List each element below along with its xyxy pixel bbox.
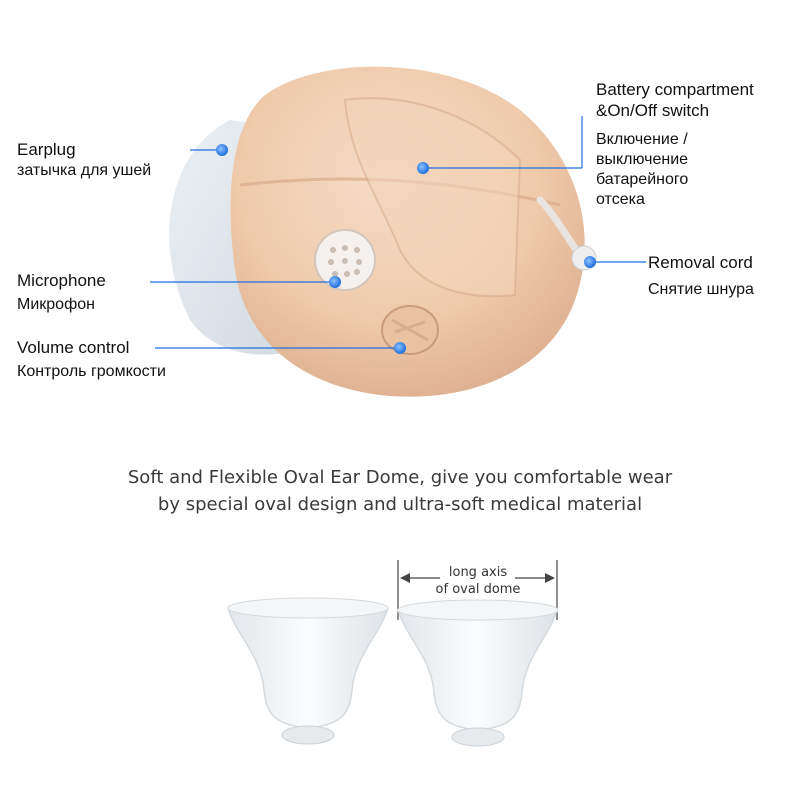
ear-dome-illustration (227, 560, 559, 747)
battery-label-ru-3: батарейного (596, 171, 689, 188)
battery-label-ru-2: выключение (596, 151, 689, 168)
battery-pointer-dot (417, 162, 429, 174)
earplug-label-en: Earplug (17, 140, 76, 159)
axis-label-1: long axis (448, 565, 508, 580)
ear-dome-right (397, 599, 559, 747)
ear-dome-left (227, 597, 389, 745)
axis-label-2: of oval dome (435, 582, 521, 597)
removal-cord-label-en: Removal cord (648, 253, 753, 272)
removal-cord-label-ru: Снятие шнура (648, 281, 754, 298)
battery-label-en-1: Battery compartment (596, 80, 754, 99)
volume-control-label-ru: Контроль громкости (17, 363, 166, 380)
microphone-label-ru: Микрофон (17, 296, 95, 313)
microphone-pointer-dot (329, 276, 341, 288)
battery-label-ru-4: отсека (596, 191, 645, 208)
caption-line-1: Soft and Flexible Oval Ear Dome, give yo… (127, 467, 673, 488)
volume-control-label-en: Volume control (17, 338, 130, 357)
hearing-aid-illustration (150, 66, 646, 397)
microphone-label-en: Microphone (17, 271, 106, 290)
battery-label-en-2: &On/Off switch (596, 101, 710, 120)
removal-cord-pointer-dot (584, 256, 596, 268)
volume-pointer-dot (394, 342, 406, 354)
battery-label-ru-1: Включение / (596, 131, 688, 148)
caption-line-2: by special oval design and ultra-soft me… (157, 494, 643, 515)
earplug-label-ru: затычка для ушей (17, 162, 152, 179)
earplug-pointer-dot (216, 144, 228, 156)
